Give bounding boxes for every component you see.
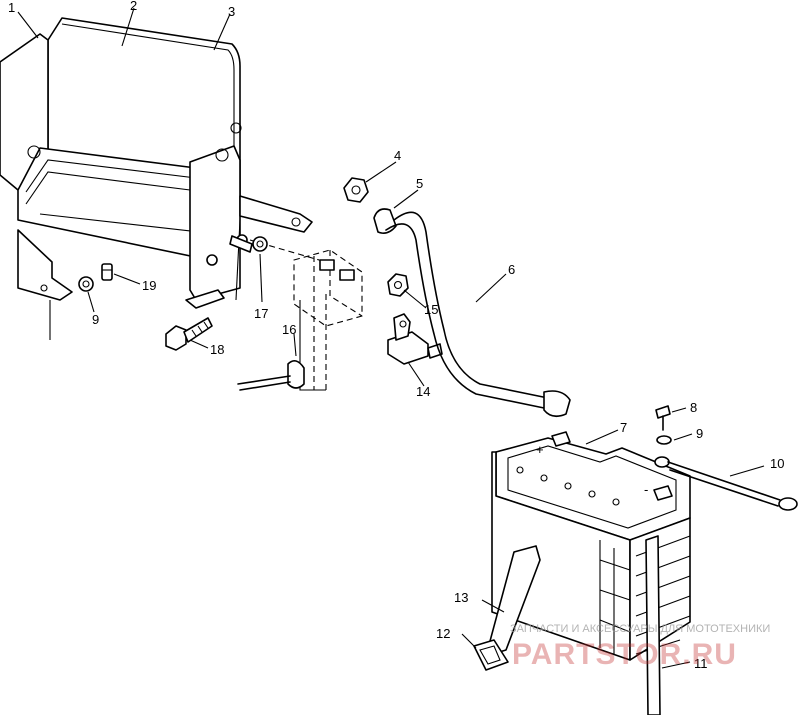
battery-cover-assembly xyxy=(0,17,313,340)
solenoid-part-14 xyxy=(387,313,443,365)
callout-1: 1 xyxy=(8,0,15,15)
callout-19: 19 xyxy=(142,278,156,293)
callout-14: 14 xyxy=(416,384,430,399)
nut-part-15 xyxy=(387,273,409,297)
callout-13: 13 xyxy=(454,590,468,605)
washer-part-9-left xyxy=(78,276,94,292)
battery-part-7: + - xyxy=(491,431,691,661)
callout-10: 10 xyxy=(770,456,784,471)
callout-9-right: 9 xyxy=(696,426,703,441)
callout-18: 18 xyxy=(210,342,224,357)
strap-part-11 xyxy=(645,535,661,715)
cable-part-16 xyxy=(237,360,305,391)
callout-8: 8 xyxy=(690,400,697,415)
battery-minus-symbol: - xyxy=(644,482,648,497)
watermark-brand: PARTSTOR.RU xyxy=(512,638,737,671)
callout-15: 15 xyxy=(424,302,438,317)
nut-part-4 xyxy=(343,177,369,203)
callout-labels: 1 2 3 4 5 6 7 8 9 9 10 11 12 13 14 15 16… xyxy=(8,0,784,671)
callout-5: 5 xyxy=(416,176,423,191)
callout-6: 6 xyxy=(508,262,515,277)
battery-plus-symbol: + xyxy=(536,442,544,457)
watermark-caption: ЗАПЧАСТИ И АКСЕССУАРЫ ДЛЯ МОТОТЕХНИКИ xyxy=(510,623,770,635)
screw-part-8 xyxy=(655,405,671,431)
callout-11: 11 xyxy=(694,656,708,671)
cable-part-10 xyxy=(654,456,798,511)
washer-bolt-part-17 xyxy=(229,235,268,253)
callout-2: 2 xyxy=(130,0,137,13)
leader-lines xyxy=(17,7,765,669)
cable-part-6 xyxy=(373,208,571,418)
callout-4: 4 xyxy=(394,148,401,163)
clip-part-19 xyxy=(101,263,113,281)
callout-3: 3 xyxy=(228,4,235,19)
callout-12: 12 xyxy=(436,626,450,641)
watermark: ЗАПЧАСТИ И АКСЕССУАРЫ ДЛЯ МОТОТЕХНИКИ PA… xyxy=(510,623,770,671)
bolt-part-18 xyxy=(165,317,213,351)
callout-9-left: 9 xyxy=(92,312,99,327)
washer-part-9-right xyxy=(656,435,672,445)
callout-17: 17 xyxy=(254,306,268,321)
buckle-part-12 xyxy=(473,639,509,671)
callout-16: 16 xyxy=(282,322,296,337)
strap-part-13 xyxy=(485,545,541,657)
callout-7: 7 xyxy=(620,420,627,435)
